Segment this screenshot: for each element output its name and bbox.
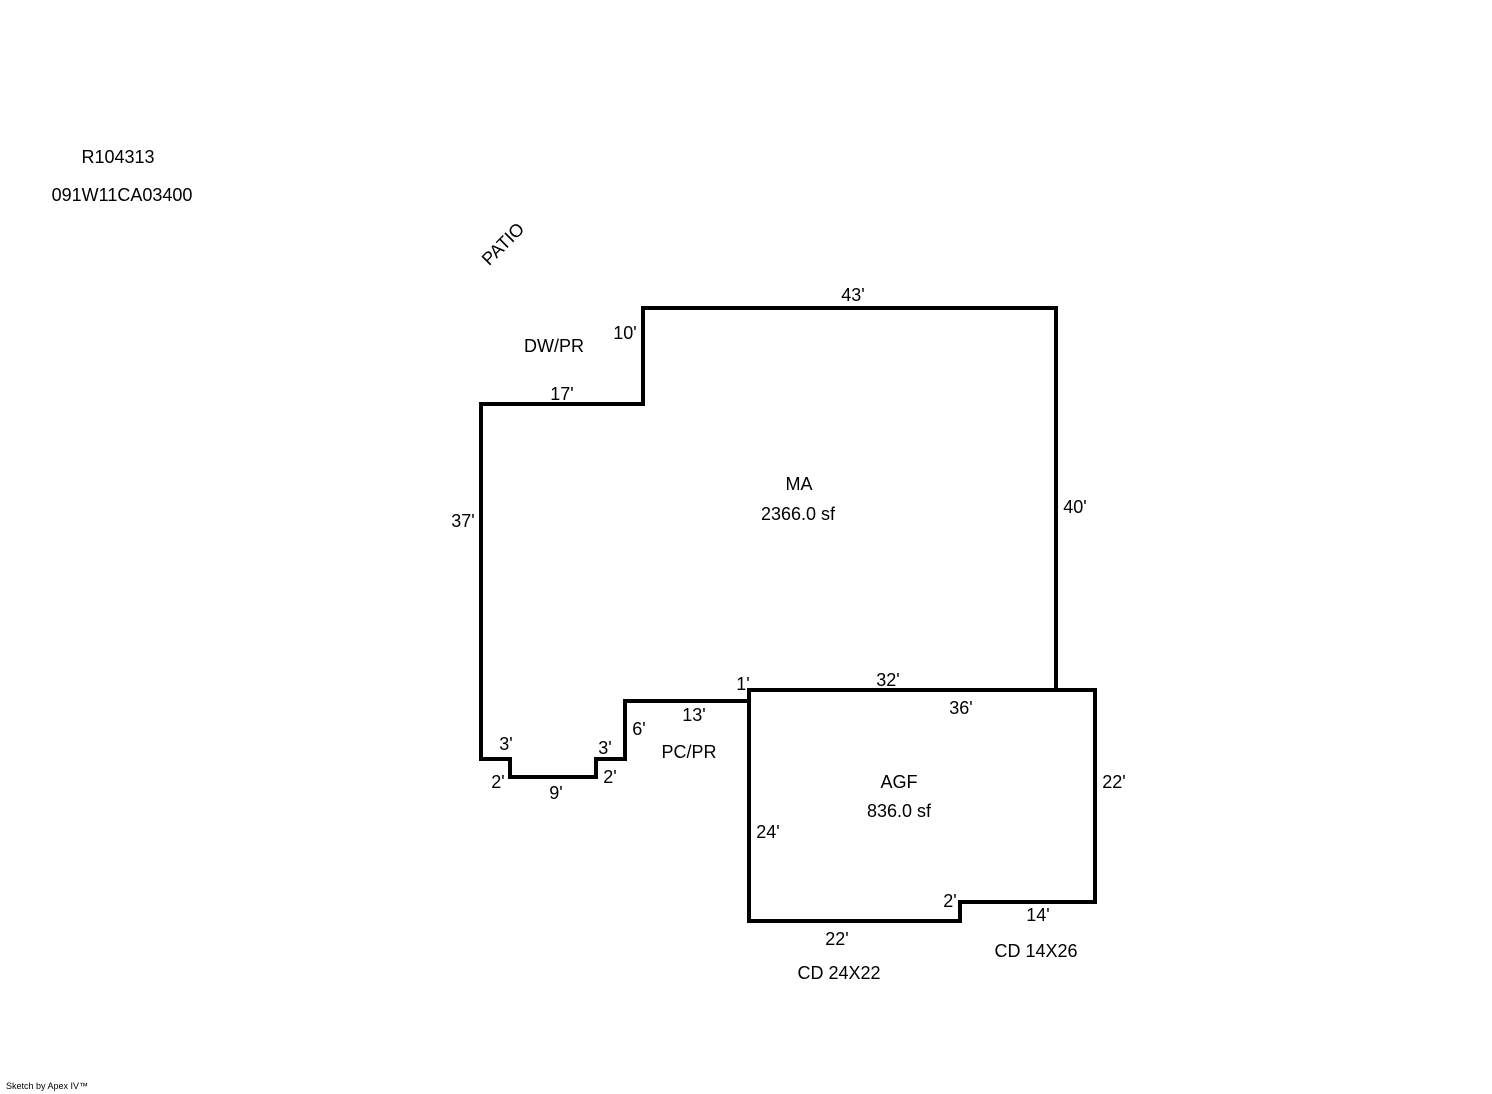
dim-agf-right: 22' xyxy=(1102,772,1126,792)
dim-agf-bottom-14: 14' xyxy=(1026,905,1050,925)
porch-label: PC/PR xyxy=(661,742,717,762)
dim-ma-notch-horizontal: 17' xyxy=(550,384,574,404)
dim-agf-top: 36' xyxy=(949,698,973,718)
dim-ma-step-left-3: 3' xyxy=(499,734,513,754)
map-number: 091W11CA03400 xyxy=(51,185,193,205)
dim-ma-step-left-2: 2' xyxy=(491,772,505,792)
dim-agf-bottom-22: 22' xyxy=(825,929,849,949)
dim-ma-bottom-9: 9' xyxy=(549,783,563,803)
dim-ma-bottom-13: 13' xyxy=(682,705,706,725)
main-area-size: 2366.0 sf xyxy=(760,504,836,524)
garage-code: AGF xyxy=(880,772,918,792)
garage-size: 836.0 sf xyxy=(866,801,932,821)
dim-ma-bottom-step: 1' xyxy=(736,674,750,694)
dim-ma-left: 37' xyxy=(451,511,475,531)
dim-ma-notch-vertical: 10' xyxy=(613,323,637,343)
deck-1-label: CD 24X22 xyxy=(797,963,881,983)
dim-ma-bottom-6: 6' xyxy=(632,719,646,739)
dim-ma-top: 43' xyxy=(841,285,865,305)
dim-ma-step-right-2: 2' xyxy=(603,767,617,787)
sketch-credit: Sketch by Apex IV™ xyxy=(6,1081,89,1091)
account-number: R104313 xyxy=(81,147,155,167)
dim-agf-bottom-step: 2' xyxy=(943,891,957,911)
dim-ma-bottom-shared: 32' xyxy=(876,670,900,690)
garage-outline xyxy=(747,688,1097,923)
driveway-label: DW/PR xyxy=(524,336,584,356)
dim-ma-right: 40' xyxy=(1063,497,1087,517)
deck-2-label: CD 14X26 xyxy=(994,941,1078,961)
main-area-code: MA xyxy=(785,474,813,494)
dim-agf-left: 24' xyxy=(756,822,780,842)
dim-ma-step-right-3: 3' xyxy=(598,738,612,758)
